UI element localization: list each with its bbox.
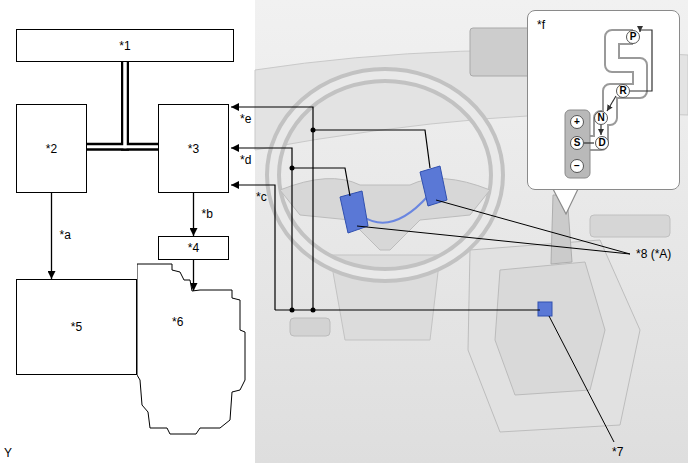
- paddle-wire: [362, 196, 428, 223]
- junction-dot: [311, 128, 316, 133]
- inset-ground: [527, 10, 680, 190]
- callout-number: *f: [537, 18, 545, 32]
- shift-position-sensor: [538, 302, 552, 316]
- callout-number: *5: [71, 320, 82, 334]
- communication-bus: [87, 62, 125, 147]
- signal-line: [231, 185, 275, 310]
- signal-line: [292, 168, 350, 196]
- junction-dot: [290, 308, 295, 313]
- communication-bus: [125, 62, 158, 147]
- signal-arrow: [193, 260, 194, 291]
- inset-view-frame: *f: [527, 10, 680, 190]
- transmission-outline-path: [137, 264, 245, 434]
- signal-label: *e: [240, 112, 251, 126]
- transmission-outline: [137, 263, 246, 435]
- callout-number: *2: [46, 142, 57, 156]
- signal-line: [231, 107, 313, 310]
- control-unit-box: *2: [16, 104, 87, 193]
- leader-line: [549, 316, 614, 442]
- paddle-switch: [420, 166, 447, 206]
- callout-number: *4: [188, 241, 199, 255]
- shift-position-letter: P: [630, 31, 637, 43]
- inset-pointer: [553, 189, 578, 214]
- callout-number: *3: [188, 142, 199, 156]
- gate-position: [571, 137, 584, 150]
- gate-position: [617, 85, 630, 98]
- communication-bus-core: [87, 62, 125, 147]
- signal-arrow: [193, 193, 194, 236]
- transmission-shape: *6: [137, 263, 246, 435]
- gate-arrow: [584, 142, 594, 143]
- steering-wheel-rim: [273, 75, 497, 275]
- shift-position-letter: −: [574, 160, 580, 172]
- control-unit-box: *3: [158, 104, 229, 193]
- junction-dot: [290, 166, 295, 171]
- signal-label: *a: [60, 228, 71, 242]
- shift-position-letter: +: [574, 116, 580, 128]
- signal-label: *d: [240, 153, 251, 167]
- center-console: [468, 240, 640, 432]
- component-box: *4: [158, 236, 229, 260]
- gate-arrow: [600, 125, 601, 135]
- shift-position-letter: D: [598, 137, 605, 149]
- dashboard-ground: [255, 0, 688, 463]
- gate-arrow: [630, 30, 652, 91]
- signal-line: [313, 130, 430, 168]
- callout-number: *7: [612, 445, 623, 459]
- shift-position-letter: S: [574, 137, 581, 149]
- gate-position: [627, 31, 640, 44]
- gate-position: [596, 137, 609, 150]
- leader-line: [357, 200, 630, 254]
- gate-position: [595, 112, 608, 125]
- signal-arrow: [51, 193, 52, 279]
- gate-arrow: [607, 96, 616, 111]
- callout-number: *1: [119, 39, 130, 53]
- figure-code: Y: [4, 446, 12, 460]
- manual-gate: [565, 110, 590, 178]
- signal-label: *b: [202, 207, 213, 221]
- gate-position: [571, 116, 584, 129]
- steering-wheel-rim-highlight: [273, 75, 497, 275]
- callout-number: *6: [172, 315, 183, 329]
- control-unit-box: *1: [16, 29, 234, 62]
- gate-position: [571, 160, 584, 173]
- signal-line: [231, 148, 292, 310]
- shift-lever-assembly: [495, 262, 605, 395]
- shift-position-letter: R: [619, 85, 626, 97]
- engine-box: *5: [16, 279, 137, 375]
- steering-wheel-hub: [280, 179, 490, 250]
- turn-signal-stalk: [290, 318, 330, 336]
- air-vent: [590, 215, 670, 237]
- communication-bus-core: [125, 62, 158, 147]
- shift-position-letter: N: [597, 112, 604, 124]
- callout-number: *8 (*A): [636, 247, 671, 261]
- signal-label: *c: [256, 190, 267, 204]
- junction-dot: [311, 308, 316, 313]
